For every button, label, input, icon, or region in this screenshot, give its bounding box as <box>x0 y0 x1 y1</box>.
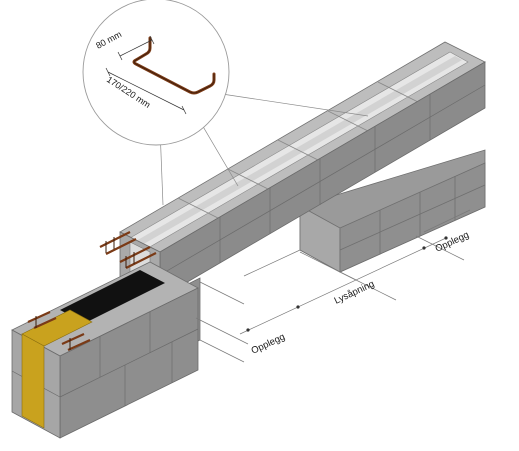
right-support-pier <box>299 149 486 273</box>
insulation-end <box>21 333 45 429</box>
clear-span-label: Lysåpning <box>333 279 377 307</box>
support-left-label: Opplegg <box>250 332 287 357</box>
callout-circle <box>82 0 230 146</box>
left-wall <box>11 261 199 439</box>
rebars <box>27 231 157 352</box>
span-dimensions <box>195 209 471 363</box>
detail-callout: 80 mm 170/220 mm <box>82 0 230 146</box>
lintel-beam <box>119 41 486 361</box>
support-right-label: Opplegg <box>434 230 471 255</box>
wall-cavity <box>60 270 165 323</box>
